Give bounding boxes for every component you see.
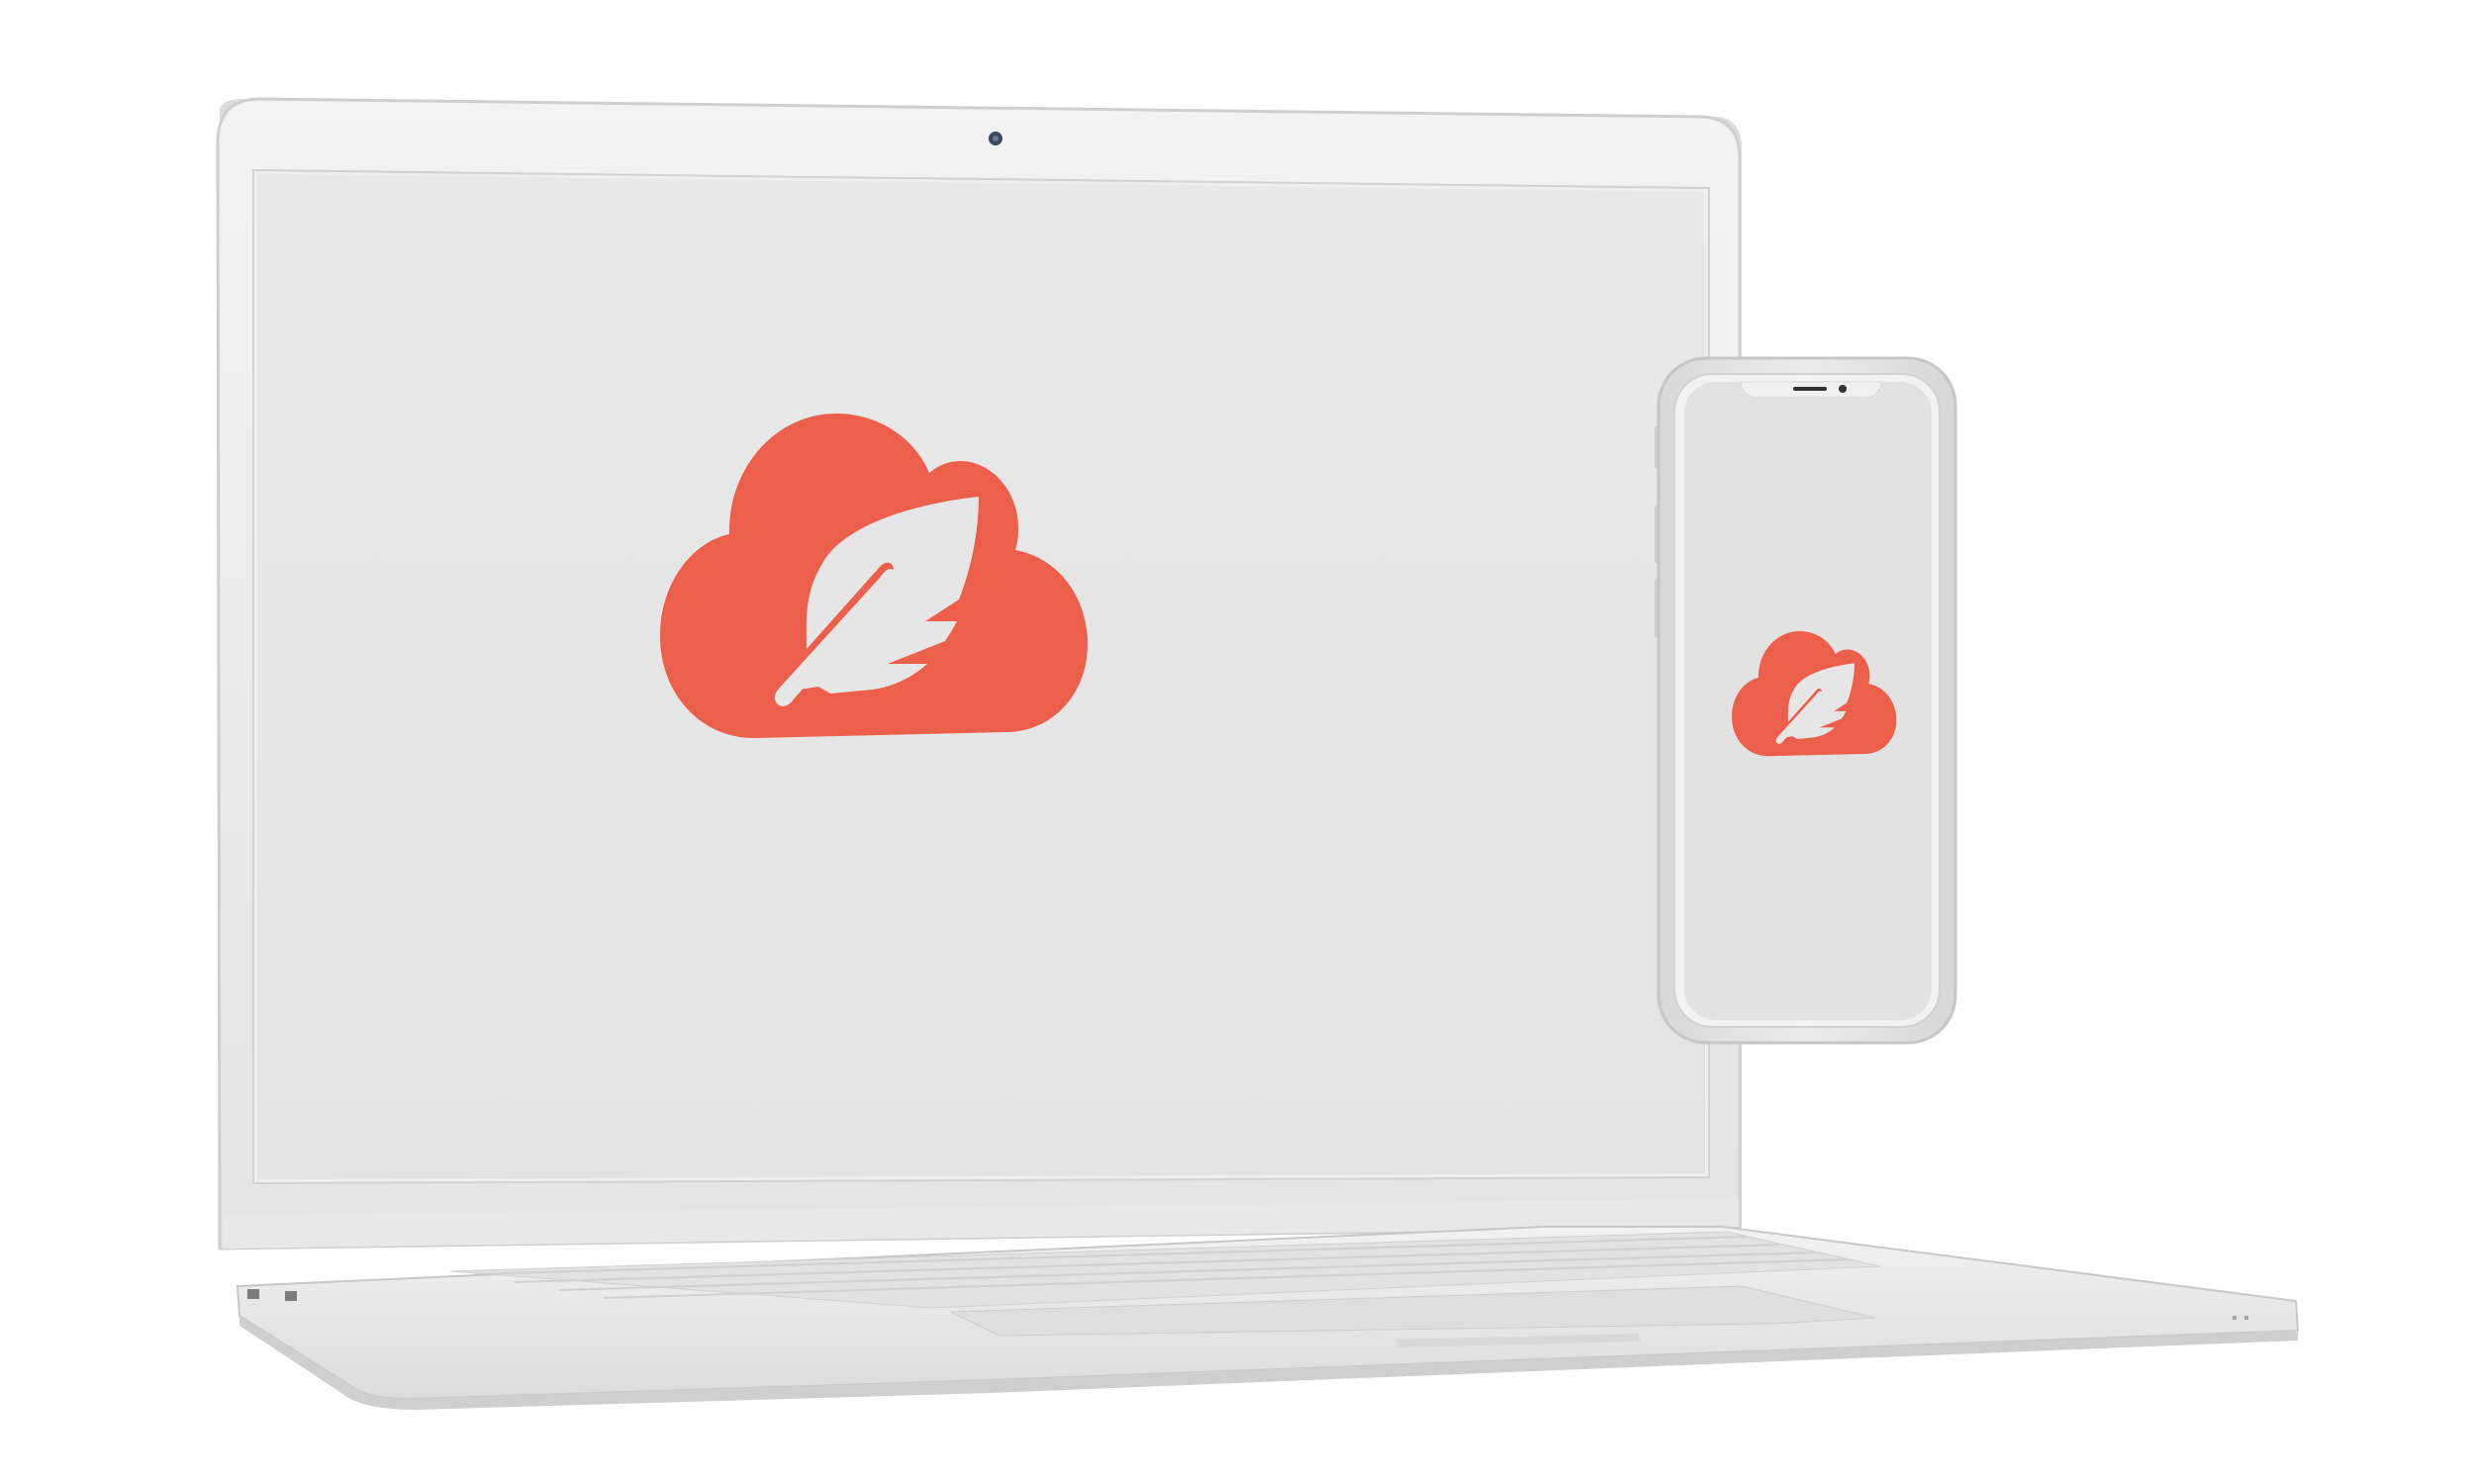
laptop [216,97,2300,1410]
usb-port [285,1291,297,1301]
front-camera-icon [1839,385,1847,393]
phone [1655,356,1957,1045]
usb-port [247,1289,259,1299]
trackpad [949,1285,1876,1337]
keyboard-rows [474,1236,1850,1299]
speaker-icon [1793,387,1827,391]
keyboard [449,1231,1881,1309]
